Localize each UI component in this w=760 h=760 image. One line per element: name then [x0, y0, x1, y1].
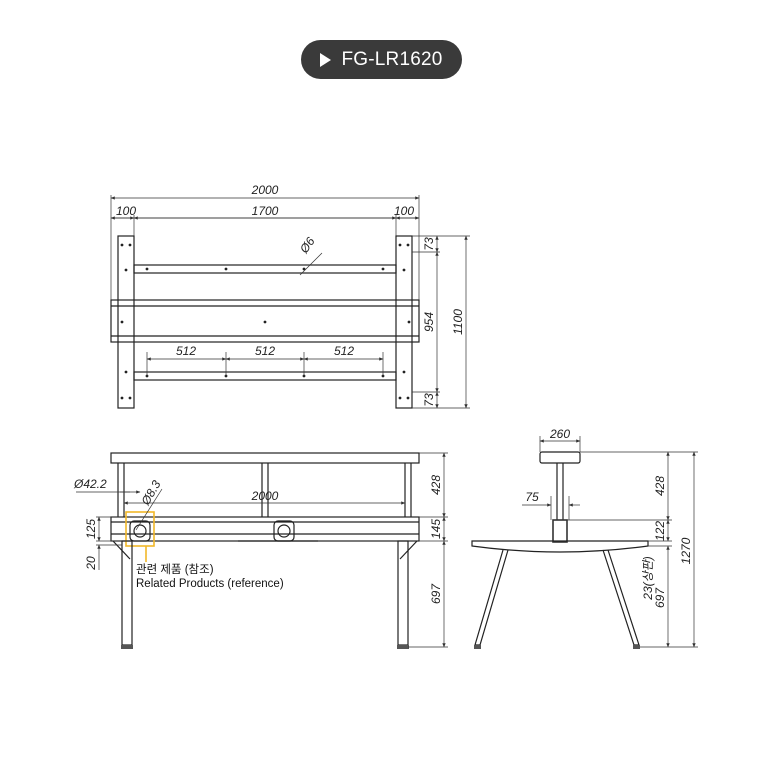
- dim-front-145: 145: [429, 519, 443, 539]
- front-shelf: [110, 452, 420, 464]
- front-beam: [110, 516, 420, 542]
- top-center-beam: [110, 299, 420, 343]
- dim-side-428: 428: [653, 476, 667, 496]
- dim-side-122: 122: [653, 521, 667, 541]
- side-tabletop: [471, 540, 649, 553]
- side-view: 260 75 428 122 23(상판) 697 1270: [471, 427, 698, 649]
- dim-left-offset: 100: [116, 204, 136, 218]
- top-left-leg: [117, 235, 135, 409]
- dim-side-75: 75: [525, 490, 539, 504]
- dim-front-125: 125: [84, 519, 98, 539]
- dim-right-offset: 100: [394, 204, 414, 218]
- dim-front-428: 428: [429, 475, 443, 495]
- dim-depth-bottom: 73: [422, 393, 436, 407]
- dim-outlet-dia: Ø42.2: [73, 477, 107, 491]
- side-post-clamp: [552, 519, 568, 543]
- dim-pitch-1: 512: [176, 344, 196, 358]
- dim-depth-mid: 954: [422, 312, 436, 332]
- dim-front-20: 20: [84, 556, 98, 571]
- dim-overall-width: 2000: [251, 183, 279, 197]
- outlet-left: [129, 520, 151, 542]
- model-name: FG-LR1620: [341, 48, 443, 70]
- dim-bolt-dia: Ø8.3: [138, 478, 164, 509]
- related-products-label-ko: 관련 제품 (참조): [136, 564, 214, 576]
- related-product-highlight: [125, 511, 155, 547]
- dim-hole-dia: Ø6: [296, 234, 317, 256]
- dim-pitch-3: 512: [334, 344, 354, 358]
- dim-depth-top: 73: [422, 237, 436, 251]
- dim-side-697: 697: [653, 587, 667, 608]
- play-icon: [320, 52, 332, 67]
- top-view: 2000 100 1700 100 Ø6 512 512 512 73 954: [110, 183, 470, 409]
- top-right-leg: [395, 235, 413, 409]
- dim-side-1270: 1270: [679, 537, 693, 564]
- side-leg-left: [474, 549, 509, 646]
- related-products-label-en: Related Products (reference): [136, 578, 284, 590]
- dim-overall-depth: 1100: [451, 309, 465, 335]
- outlet-right: [273, 520, 295, 542]
- dim-pitch-2: 512: [255, 344, 275, 358]
- dim-front-inner-width: 2000: [251, 489, 279, 503]
- side-shelf: [539, 451, 581, 464]
- front-view: Ø42.2 Ø8.3 2000 125 20 428 145 697: [73, 452, 448, 649]
- dim-front-697: 697: [429, 583, 443, 604]
- top-rail-lower: [133, 371, 397, 381]
- dim-side-23: 23(상판): [641, 556, 655, 600]
- related-products-note: 관련 제품 (참조) Related Products (reference): [136, 563, 284, 591]
- top-holes: [120, 243, 411, 400]
- top-rail-upper: [133, 264, 397, 274]
- dim-inner-width: 1700: [252, 204, 279, 218]
- model-title-badge: FG-LR1620: [301, 40, 462, 79]
- dim-side-260: 260: [549, 427, 570, 441]
- side-leg-right: [602, 549, 640, 646]
